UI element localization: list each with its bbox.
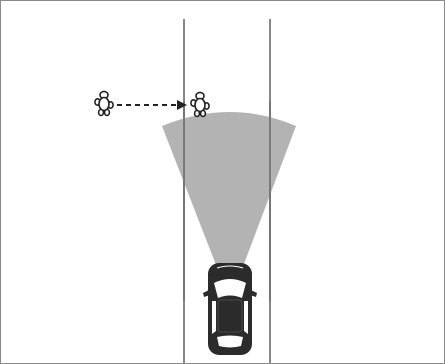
pedestrian-icon	[191, 92, 209, 116]
car-top-view-icon	[203, 263, 257, 355]
dashed-arrow-right-icon	[117, 100, 187, 110]
pedestrian-icon	[95, 91, 113, 115]
